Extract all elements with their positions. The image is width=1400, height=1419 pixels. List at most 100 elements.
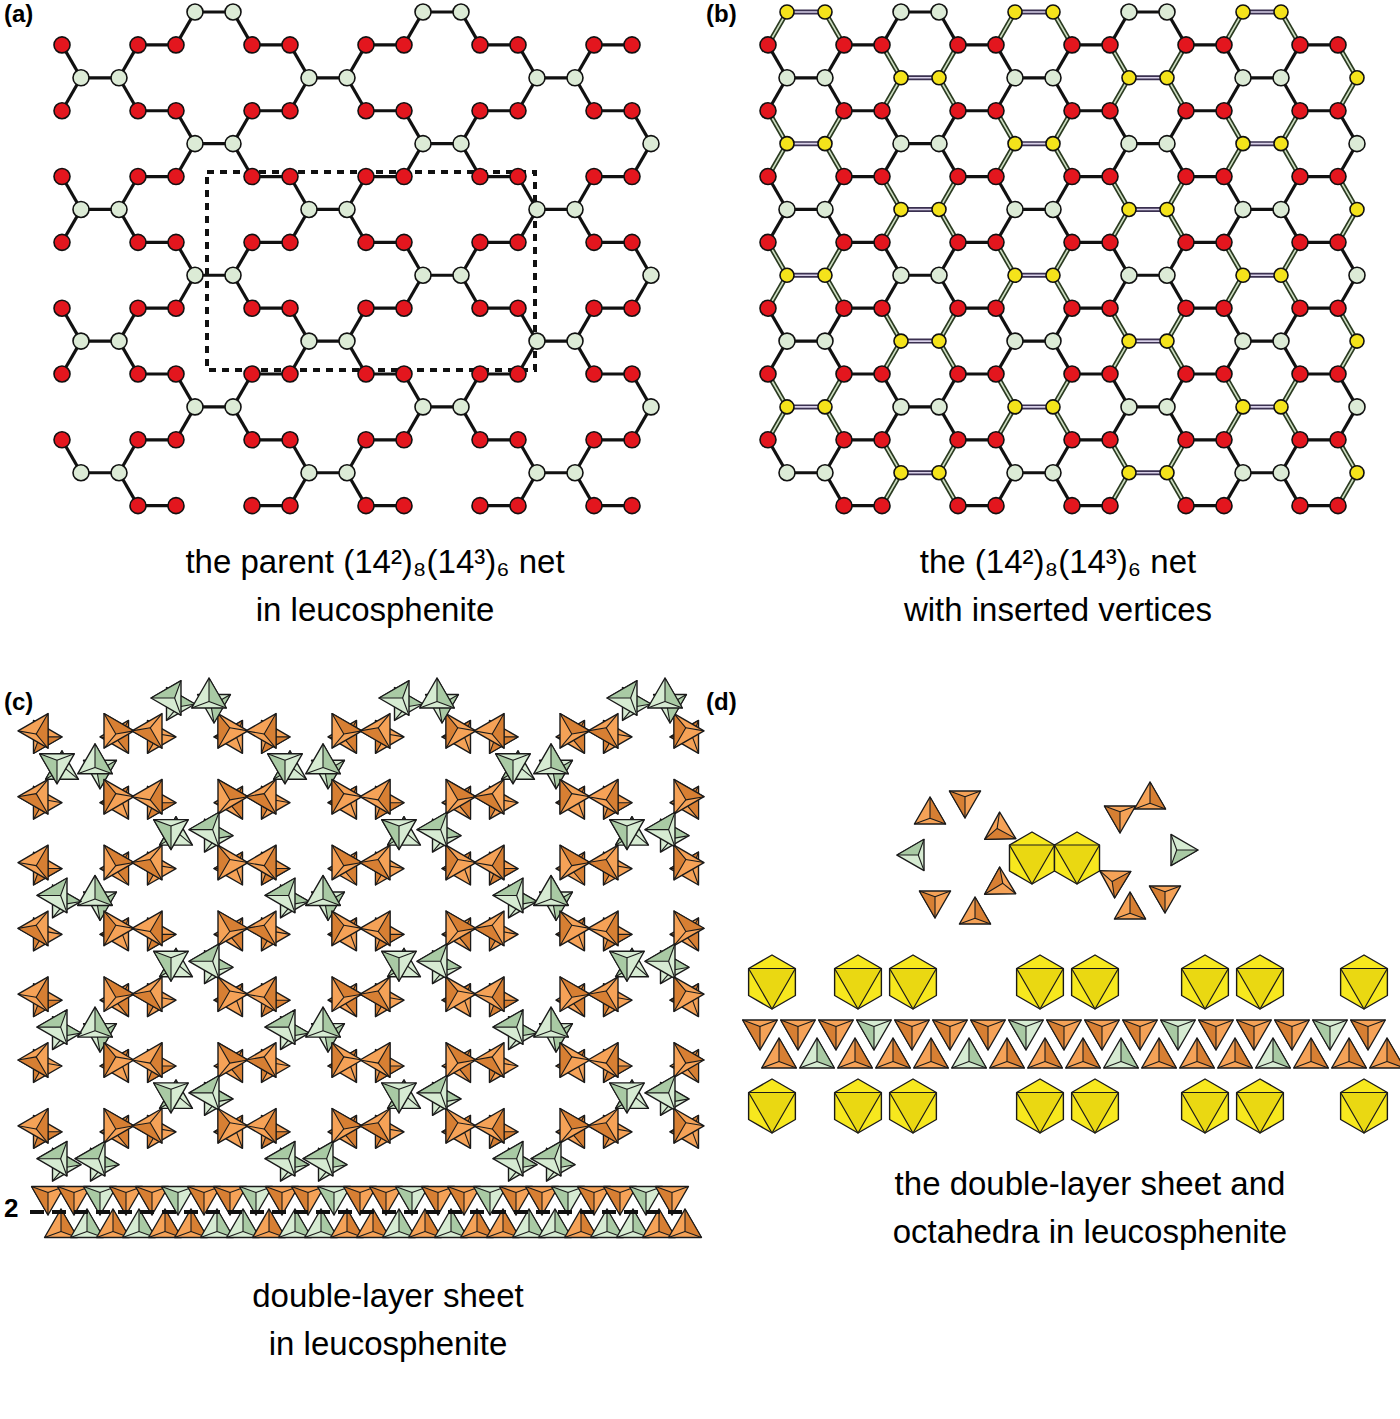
tetrahedron-face [975,897,991,924]
tetrahedron-edge [104,997,116,1011]
tetrahedron-edge [230,728,248,731]
tetrahedron-face [606,779,618,814]
inserted-vertex [780,268,794,282]
tetrahedron [474,911,504,946]
tetrahedron [1066,1038,1101,1068]
tetrahedron-face [246,794,276,814]
tetrahedron-edge [935,891,951,897]
tetrahedron [218,1108,248,1143]
net-vertex [1007,201,1023,217]
tetrahedron [610,1083,645,1113]
tetrahedron-edge [458,859,476,862]
two-connected-vertex [624,300,640,316]
tetrahedron-edge [407,834,420,845]
tetrahedron-edge [213,1093,219,1110]
net-vertex [1273,201,1289,217]
tetrahedron-edge [213,830,219,847]
net-vertex [1102,498,1118,514]
three-connected-vertex [301,465,317,481]
tetrahedron-edge [1064,1020,1081,1026]
inserted-vertex [1160,202,1174,216]
inserted-vertex [818,268,832,282]
tetrahedron-edge [104,1129,116,1143]
tetrahedron-edge [914,818,930,824]
tetrahedron [379,681,409,716]
two-connected-vertex [130,234,146,250]
tetrahedron [332,977,362,1012]
net-vertex [893,4,909,20]
tetrahedron-face [1387,1038,1400,1068]
two-connected-vertex [510,300,526,316]
net-vertex [1064,103,1080,119]
tetrahedron-edge [1256,1062,1273,1068]
tetrahedron [132,977,162,1012]
tetrahedron-edge [132,928,150,931]
tetrahedron-face [674,1043,704,1063]
tetrahedron-edge [192,702,209,708]
two-connected-vertex [624,169,640,185]
tetrahedron-face [18,794,48,814]
tetrahedron-edge [45,1231,61,1237]
panel-letter: (d) [706,688,737,717]
tetrahedron-edge [1104,1062,1121,1068]
tetrahedron-edge [289,895,295,912]
tetrahedron-edge [517,1159,523,1176]
two-connected-vertex [282,366,298,382]
tetrahedron-edge [952,1062,969,1068]
line-spacer [568,538,570,586]
two-connected-vertex [624,37,640,53]
tetrahedron-edge [383,1231,399,1237]
tetrahedron [1332,1038,1367,1068]
net-vertex [760,103,776,119]
tetrahedron-edge [36,1043,48,1057]
net-vertex [1292,37,1308,53]
tetrahedron [762,1038,797,1068]
tetrahedron-edge [279,1231,295,1237]
tetrahedron-face [218,977,230,1012]
tetrahedron [588,977,618,1012]
two-connected-vertex [54,366,70,382]
tetrahedron [151,681,181,716]
tetrahedron-face [560,911,572,946]
panel-letter: (c) [4,688,33,717]
tetrahedron [154,820,189,850]
tetrahedron [332,779,362,814]
three-connected-vertex [567,70,583,86]
tetrahedron-edge [606,845,618,859]
two-connected-vertex [358,234,374,250]
tetrahedron-face [446,845,458,880]
tetrahedron-edge [648,702,665,708]
tetrahedron-edge [874,1020,891,1026]
tetrahedron-face [588,1123,618,1143]
tetrahedron-face [417,812,447,829]
octahedron-face [890,969,937,1010]
tetrahedron [360,779,390,814]
tetrahedron-face [132,991,162,1011]
tetrahedron-face [209,678,226,708]
tetrahedron [895,1020,930,1050]
tetrahedron-edge [458,1123,476,1126]
tetrahedron-edge [122,934,128,950]
net-vertex [1159,267,1175,283]
two-connected-vertex [510,366,526,382]
tetrahedron [40,754,75,784]
net-vertex [1121,136,1137,152]
inserted-vertex [932,71,946,85]
net-vertex [760,234,776,250]
tetrahedron [990,1038,1025,1068]
tetrahedron-face [949,791,965,818]
tetrahedron [360,714,390,749]
tetrahedron-face [332,845,362,865]
two-connected-vertex [282,300,298,316]
tetrahedron-face [446,911,476,931]
net-vertex [817,201,833,217]
net-vertex [1064,432,1080,448]
two-connected-vertex [510,234,526,250]
tetrahedron [218,911,248,946]
tetrahedron [132,714,162,749]
tetrahedron-edge [674,931,686,945]
tetrahedron-face [492,977,504,1012]
net-vertex [836,432,852,448]
tetrahedron-face [303,1141,333,1158]
sheet-with-octahedra [743,955,1400,1133]
